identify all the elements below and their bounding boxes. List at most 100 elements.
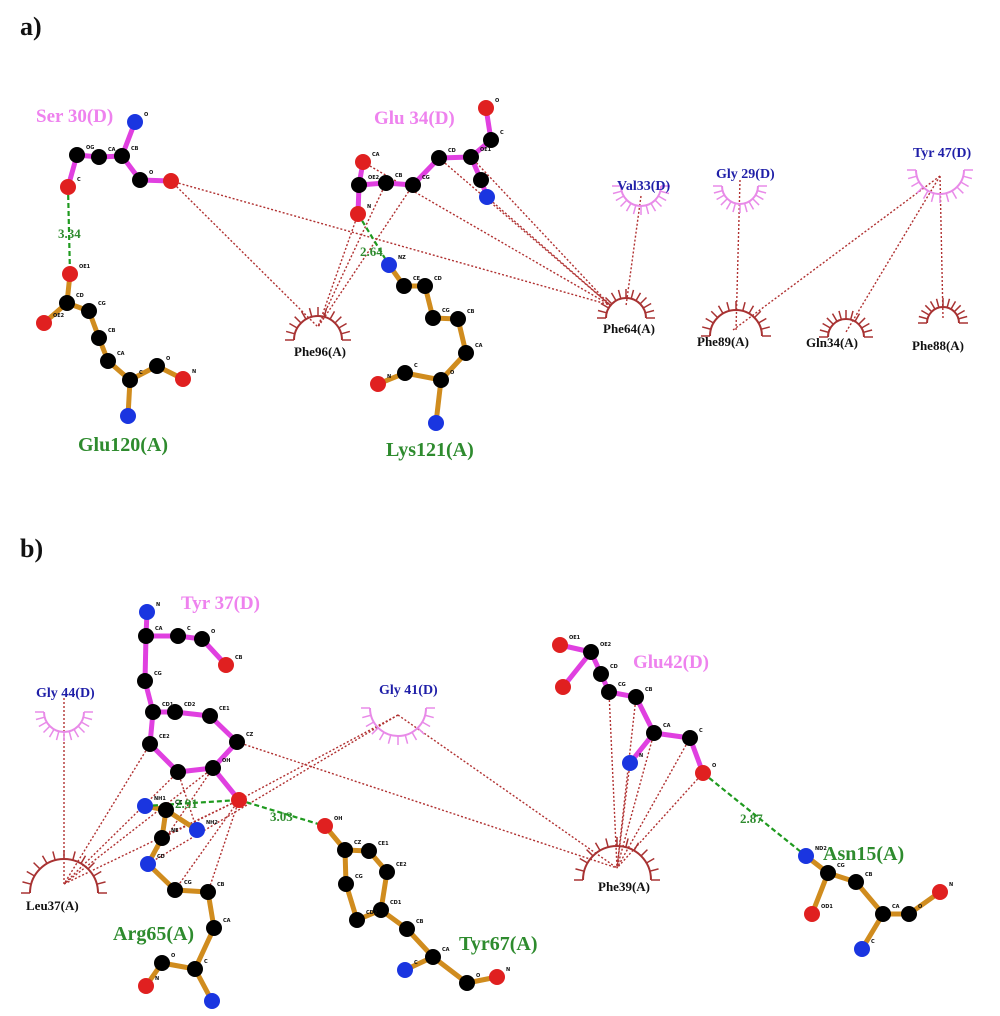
ligand-residue-label: Ser 30(D)	[36, 106, 113, 127]
atom-name-label: O	[211, 629, 215, 635]
hydrophobic-contact-line	[147, 714, 399, 865]
atom-name-label: O	[171, 953, 175, 959]
carbon-atom	[91, 149, 107, 165]
atom-name-label: NE	[171, 828, 179, 834]
atom-name-label: O	[144, 112, 148, 118]
covalent-bonds	[41, 105, 943, 1004]
hydrophobic-contact-line	[732, 175, 941, 331]
hydrophobic-protein-label: Phe89(A)	[697, 334, 749, 349]
carbon-atom	[170, 764, 186, 780]
atom-name-label: CE2	[396, 862, 407, 868]
oxygen-atom	[478, 100, 494, 116]
carbon-atom	[170, 628, 186, 644]
atom-name-label: CZ	[246, 732, 254, 738]
hydrophobic-ligand-label: Gly 44(D)	[36, 686, 95, 701]
protein-hydrophobic-arc	[918, 298, 968, 324]
atom-name-label: CG	[154, 671, 162, 677]
atom-name-label: OG	[86, 145, 94, 151]
atom-name-label: CD	[448, 148, 456, 154]
carbon-atom	[397, 365, 413, 381]
oxygen-atom	[804, 906, 820, 922]
carbon-atom	[875, 906, 891, 922]
protein-hydrophobic-arc	[21, 850, 107, 894]
carbon-atom	[132, 172, 148, 188]
atom-name-label: C	[414, 363, 418, 369]
carbon-atom	[646, 725, 662, 741]
carbon-atom	[114, 148, 130, 164]
hydrophobic-contact-line	[236, 741, 618, 869]
hydrogen-bond-line	[66, 186, 72, 275]
hbond-distance-label: 2.64	[360, 244, 383, 259]
atom-name-label: N	[506, 967, 510, 973]
atom-name-label: N	[155, 976, 159, 982]
atom-name-label: N	[387, 374, 391, 380]
hydrophobic-contact-line	[470, 156, 611, 306]
nitrogen-atom	[854, 941, 870, 957]
carbon-atom	[137, 673, 153, 689]
atom-name-label: NH2	[206, 820, 218, 826]
carbon-atom	[145, 704, 161, 720]
atom-name-label: C	[414, 960, 418, 966]
atom-name-label: C	[871, 939, 875, 945]
hydrophobic-ligand-label: Tyr 47(D)	[913, 146, 972, 161]
ligand-hydrophobic-arc	[35, 711, 93, 741]
carbon-atom	[200, 884, 216, 900]
hydrophobic-contact-line	[207, 799, 240, 893]
atom-name-label: CD	[434, 276, 442, 282]
carbon-atom	[682, 730, 698, 746]
atom-name-label: NZ	[398, 255, 406, 261]
hydrophobic-contact-line	[317, 213, 359, 328]
carbon-atom	[458, 345, 474, 361]
atom-name-label: CE2	[159, 734, 170, 740]
atom-name-label: CG	[442, 308, 450, 314]
oxygen-atom	[138, 978, 154, 994]
atom-name-label: CA	[155, 626, 163, 632]
carbon-atom	[149, 358, 165, 374]
carbon-atom	[206, 920, 222, 936]
hydrophobic-contact-line	[845, 175, 941, 333]
carbon-atom	[194, 631, 210, 647]
oxygen-atom	[695, 765, 711, 781]
carbon-atom	[167, 882, 183, 898]
atom-name-label: CG	[184, 880, 192, 886]
atom-name-label: OH	[222, 758, 230, 764]
atom-name-label: OE1	[79, 264, 91, 270]
atom-name-label: N	[192, 369, 196, 375]
protein-residue-label: Asn15(A)	[823, 843, 904, 865]
carbon-atom	[848, 874, 864, 890]
hydrophobic-contact-line	[625, 195, 642, 307]
atom-name-label: CA	[475, 343, 483, 349]
atom-name-label: O	[918, 904, 922, 910]
carbon-atom	[205, 760, 221, 776]
nitrogen-atom	[140, 856, 156, 872]
atom-name-label: CA	[108, 147, 116, 153]
oxygen-atom	[218, 657, 234, 673]
carbon-atom	[378, 175, 394, 191]
atom-name-label: OH	[334, 816, 342, 822]
oxygen-atom	[62, 266, 78, 282]
atom-name-label: CB	[467, 309, 475, 315]
hydrophobic-contact-line	[362, 161, 611, 306]
carbon-atom	[425, 310, 441, 326]
ligand-hydrophobic-arc	[907, 169, 973, 203]
carbon-atom	[483, 132, 499, 148]
carbon-atom	[405, 177, 421, 193]
atom-name-label: CD2	[184, 702, 196, 708]
atom-name-label: OE2	[368, 175, 380, 181]
hydrophobic-protein-label: Phe88(A)	[912, 338, 964, 353]
ligand-hydrophobic-arc	[612, 185, 670, 215]
atom-name-label: O	[149, 170, 153, 176]
atom-name-label: ND2	[815, 846, 827, 852]
oxygen-atom	[175, 371, 191, 387]
atom-name-label: CD1	[390, 900, 402, 906]
atom-name-label: CZ	[175, 800, 183, 806]
ligand-residue-label: Glu 34(D)	[374, 108, 455, 129]
atom-name-label: O	[450, 370, 454, 376]
atom-name-label: C	[77, 177, 81, 183]
atoms	[36, 100, 948, 1009]
protein-hydrophobic-arc	[574, 837, 660, 881]
atom-name-label: N	[367, 204, 371, 210]
hydrogen-bond-line	[357, 213, 390, 266]
carbon-atom	[820, 865, 836, 881]
